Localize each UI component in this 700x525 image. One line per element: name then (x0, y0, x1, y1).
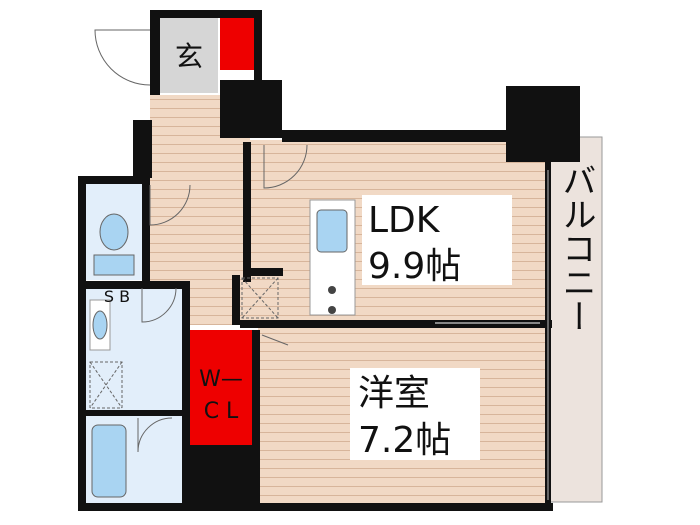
western-room-size-label: 7.2帖 (358, 420, 451, 461)
walk-in-closet-label-top: W— (199, 367, 243, 392)
walk-in-closet-label-bottom: C L (204, 399, 239, 424)
balcony-label: バルコニー (556, 163, 596, 333)
stove-burner (328, 286, 336, 294)
ldk-size-label: 9.9帖 (368, 246, 461, 287)
ldk-label: LDK (368, 200, 441, 241)
toilet-icon (99, 213, 129, 251)
genkan-label: 玄 (175, 40, 203, 73)
refrigerator-cross (241, 277, 279, 319)
bathtub-icon (91, 424, 127, 498)
stove-burner (328, 306, 336, 314)
shoe-storage (220, 18, 255, 70)
washbasin-bowl-icon (92, 310, 108, 340)
western-room-label: 洋室 (358, 373, 430, 414)
washing-machine-cross (89, 361, 123, 409)
washing-machine-space (89, 361, 123, 409)
toilet-tank-icon (93, 254, 135, 276)
kitchen-sink (316, 209, 348, 253)
balcony-area (549, 136, 603, 503)
walk-in-closet (190, 330, 252, 445)
door-swings (94, 29, 308, 453)
storage-bin-label: S B (104, 287, 130, 306)
refrigerator-space (241, 277, 279, 319)
entrance-floor (160, 18, 218, 93)
washing-machine-cross (89, 361, 123, 409)
western-label-bg (350, 368, 480, 460)
ldk-label-bg (362, 195, 512, 285)
walls (78, 10, 580, 511)
